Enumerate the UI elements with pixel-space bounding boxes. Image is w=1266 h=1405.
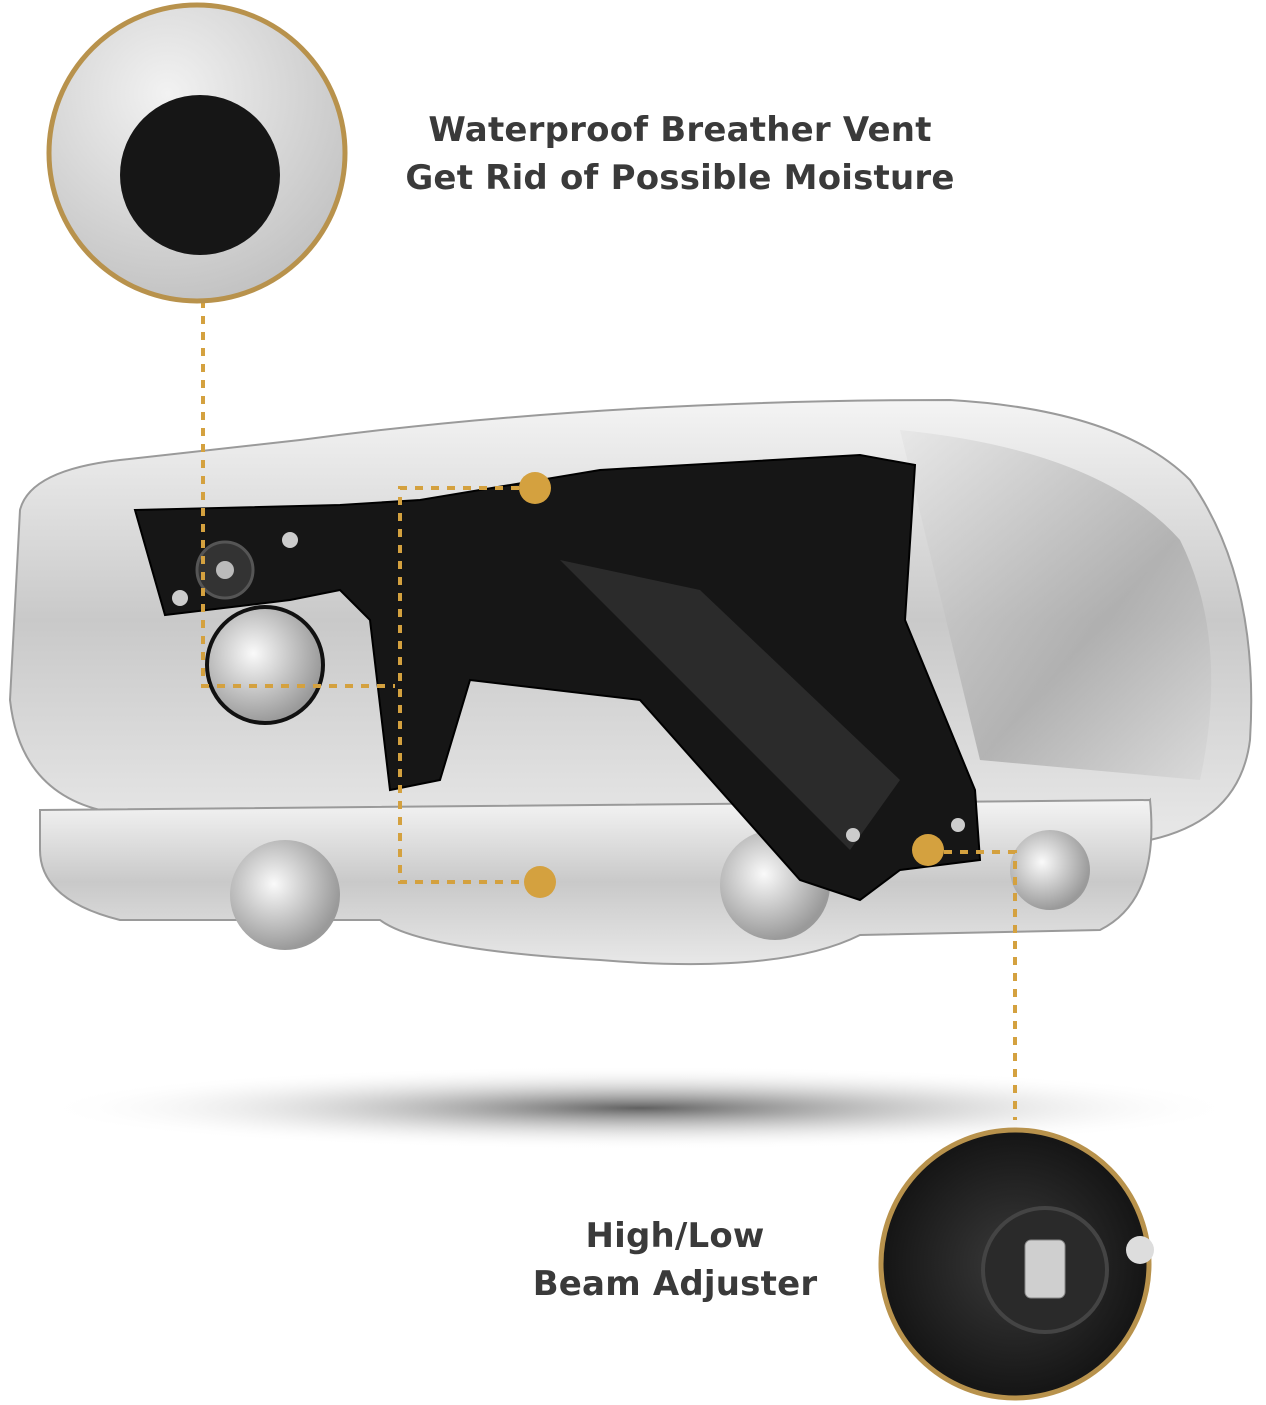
- headlight-assembly: [8, 398, 1253, 966]
- leader-line-vent: [201, 300, 395, 688]
- bulb-cap: [205, 605, 325, 725]
- product-shadow: [40, 1066, 1240, 1150]
- breather-vent-detail: [46, 2, 348, 304]
- marker-dot: [519, 472, 551, 504]
- leader-lines: [201, 300, 1017, 1120]
- vent-membrane: [120, 95, 280, 255]
- mounting-bracket: [133, 453, 982, 902]
- adjuster-screw: [1024, 1239, 1066, 1299]
- breather-vent-subtitle: Get Rid of Possible Moisture: [405, 158, 955, 198]
- beam-adjuster-title: High/Low: [585, 1216, 765, 1256]
- bulb-cap: [230, 840, 340, 950]
- breather-vent-title: Waterproof Breather Vent: [428, 110, 932, 150]
- leader-line-bracket: [398, 486, 540, 884]
- beam-adjuster-subtitle: Beam Adjuster: [532, 1264, 818, 1304]
- marker-dot: [912, 834, 944, 866]
- beam-adjuster-detail: [878, 1127, 1154, 1401]
- marker-dot: [524, 866, 556, 898]
- breather-vent-caption: Waterproof Breather Vent Get Rid of Poss…: [380, 106, 980, 202]
- leader-line-adjuster: [928, 850, 1017, 1120]
- bulb-cap: [1010, 830, 1090, 910]
- beam-adjuster-caption: High/Low Beam Adjuster: [500, 1212, 850, 1308]
